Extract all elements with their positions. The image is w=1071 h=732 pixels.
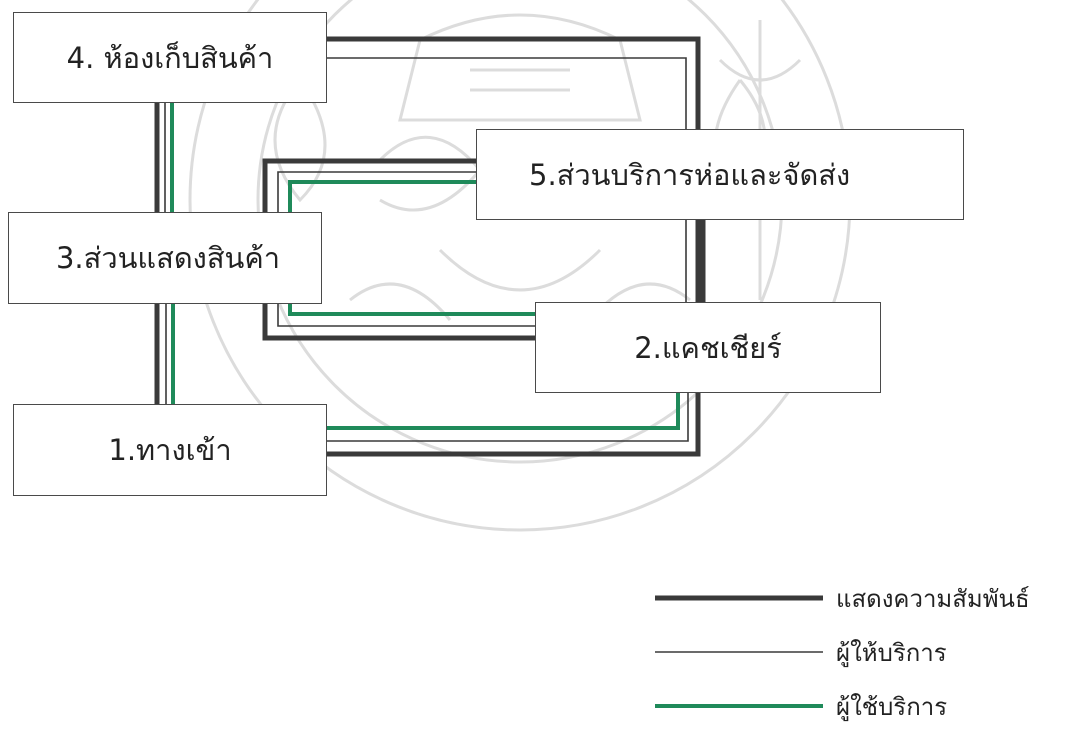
node-wrapping-delivery-label: 5.ส่วนบริการห่อและจัดส่ง bbox=[529, 157, 851, 192]
link-storage-cashier-staff bbox=[327, 57, 687, 302]
legend-label-customer: ผู้ใช้บริการ bbox=[836, 692, 948, 721]
node-cashier: 2.แคชเชียร์ bbox=[535, 302, 881, 393]
node-product-display-label: 3.ส่วนแสดงสินค้า bbox=[55, 241, 281, 275]
legend-swatch-customer bbox=[655, 704, 823, 708]
legend-swatch-relation bbox=[655, 595, 823, 601]
legend-swatch-staff bbox=[655, 651, 823, 653]
legend: แสดงความสัมพันธ์ ผู้ให้บริการ ผู้ใช้บริก… bbox=[655, 578, 1065, 728]
node-cashier-label: 2.แคชเชียร์ bbox=[634, 330, 782, 365]
node-storage-room-label: 4. ห้องเก็บสินค้า bbox=[66, 40, 274, 75]
node-product-display: 3.ส่วนแสดงสินค้า bbox=[8, 212, 322, 304]
node-entrance: 1.ทางเข้า bbox=[13, 404, 327, 496]
link-cashier-entrance-relation bbox=[327, 393, 701, 457]
node-storage-room: 4. ห้องเก็บสินค้า bbox=[13, 12, 327, 103]
legend-label-relation: แสดงความสัมพันธ์ bbox=[836, 584, 1030, 613]
legend-item-relation: แสดงความสัมพันธ์ bbox=[655, 578, 1065, 618]
node-entrance-label: 1.ทางเข้า bbox=[108, 433, 232, 467]
link-cashier-entrance-staff bbox=[327, 393, 689, 442]
node-wrapping-delivery: 5.ส่วนบริการห่อและจัดส่ง bbox=[476, 129, 964, 220]
legend-item-staff: ผู้ให้บริการ bbox=[655, 632, 1065, 672]
legend-label-staff: ผู้ให้บริการ bbox=[836, 638, 947, 667]
link-cashier-entrance-customer bbox=[327, 393, 680, 430]
legend-item-customer: ผู้ใช้บริการ bbox=[655, 686, 1065, 726]
